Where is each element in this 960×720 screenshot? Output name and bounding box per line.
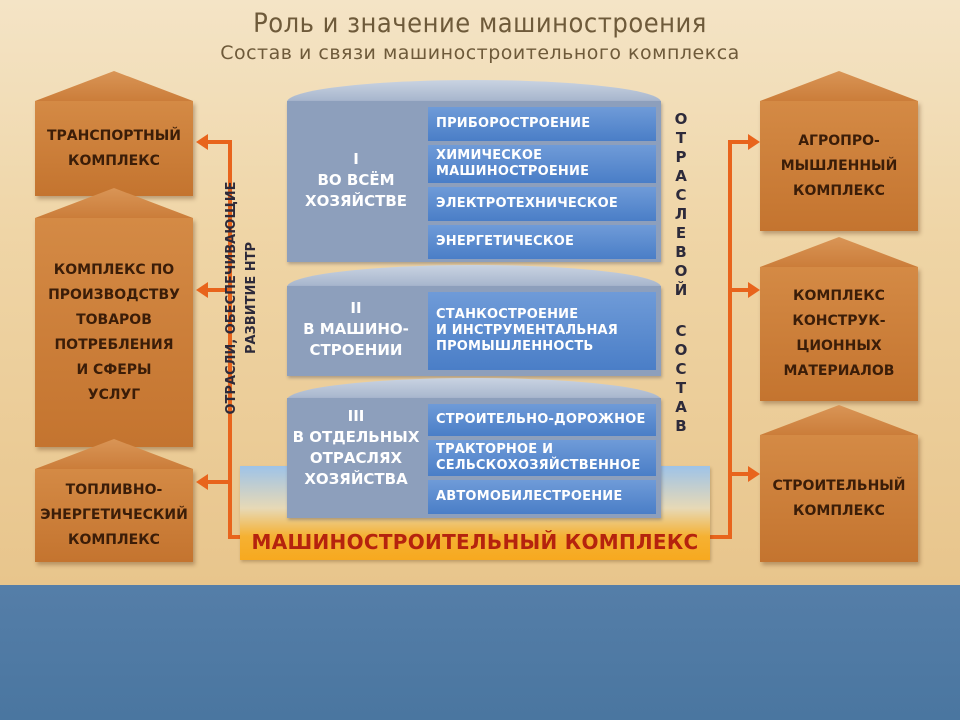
arrow-right-icon: [748, 466, 760, 482]
construction-materials-complex-label: КОМПЛЕКС КОНСТРУК- ЦИОННЫХ МАТЕРИАЛОВ: [783, 288, 895, 379]
vertical-letter: О: [674, 110, 688, 128]
construction-complex-box: СТРОИТЕЛЬНЫЙ КОМПЛЕКС: [760, 405, 918, 562]
box-roof: [760, 405, 918, 435]
branch-road-construction: СТРОИТЕЛЬНО-ДОРОЖНОЕ: [428, 404, 656, 436]
arrow-left-icon: [196, 282, 208, 298]
right-connector-middle: [728, 288, 750, 292]
machine-building-complex-label: МАШИНОСТРОИТЕЛЬНЫЙ КОМПЛЕКС: [251, 530, 699, 554]
bottom-band: [0, 585, 960, 720]
right-connector-bottom: [728, 472, 750, 476]
vertical-letter: В: [675, 243, 687, 261]
vertical-letter: А: [675, 398, 687, 416]
page-subtitle: Состав и связи машиностроительного компл…: [220, 42, 740, 64]
vertical-letter: Й: [674, 281, 688, 299]
left-connector-base: [228, 535, 242, 539]
vertical-letter: В: [675, 417, 687, 435]
branch-automotive: АВТОМОБИЛЕСТРОЕНИЕ: [428, 480, 656, 514]
arrow-left-icon: [196, 474, 208, 490]
page-title: Роль и значение машиностроения: [253, 8, 707, 39]
vertical-letter: О: [674, 341, 688, 359]
vertical-letter: Е: [675, 224, 687, 242]
tier-roof: [287, 265, 661, 287]
left-connector-bottom: [206, 480, 232, 484]
tier-1-label: I ВО ВСЁМ ХОЗЯЙСТВЕ: [305, 150, 407, 210]
tier-3: III В ОТДЕЛЬНЫХ ОТРАСЛЯХ ХОЗЯЙСТВА СТРОИ…: [287, 398, 661, 518]
tier-3-label: III В ОТДЕЛЬНЫХ ОТРАСЛЯХ ХОЗЯЙСТВА: [292, 407, 420, 488]
branch-tractor-agricultural: ТРАКТОРНОЕ И СЕЛЬСКОХОЗЯЙСТВЕННОЕ: [428, 440, 656, 476]
vertical-letter: Р: [675, 148, 687, 166]
agro-industrial-complex-box: АГРОПРО- МЫШЛЕННЫЙ КОМПЛЕКС: [760, 71, 918, 231]
vertical-letter: С: [675, 186, 687, 204]
vertical-letter: Т: [675, 129, 687, 147]
arrow-left-icon: [196, 134, 208, 150]
construction-materials-complex-box: КОМПЛЕКС КОНСТРУК- ЦИОННЫХ МАТЕРИАЛОВ: [760, 237, 918, 401]
construction-complex-label: СТРОИТЕЛЬНЫЙ КОМПЛЕКС: [772, 477, 906, 519]
tier-roof: [287, 80, 661, 102]
transport-complex-box: ТРАНСПОРТНЫЙ КОМПЛЕКС: [35, 71, 193, 196]
branch-instrument-making: ПРИБОРОСТРОЕНИЕ: [428, 107, 656, 141]
right-connector-vertical: [728, 142, 732, 539]
vertical-letter: С: [675, 360, 687, 378]
tier-roof: [287, 378, 661, 400]
arrow-right-icon: [748, 134, 760, 150]
slide-background: Роль и значение машиностроения Состав и …: [0, 0, 960, 585]
branch-machine-tool: СТАНКОСТРОЕНИЕ И ИНСТРУМЕНТАЛЬНАЯ ПРОМЫШ…: [428, 292, 656, 370]
transport-complex-label: ТРАНСПОРТНЫЙ КОМПЛЕКС: [46, 127, 181, 169]
tier-2-label: II В МАШИНО- СТРОЕНИИ: [303, 299, 409, 359]
consumer-goods-complex-box: КОМПЛЕКС ПО ПРОИЗВОДСТВУ ТОВАРОВ ПОТРЕБЛ…: [35, 188, 193, 447]
agro-industrial-complex-label: АГРОПРО- МЫШЛЕННЫЙ КОМПЛЕКС: [780, 132, 898, 199]
box-roof: [760, 237, 918, 267]
vertical-letter: О: [674, 262, 688, 280]
vertical-letter: Т: [675, 379, 687, 397]
vertical-letter: А: [675, 167, 687, 185]
vertical-letter: Л: [674, 205, 688, 223]
left-connector-vertical: [228, 142, 232, 539]
right-connector-top: [728, 140, 750, 144]
consumer-goods-complex-label: КОМПЛЕКС ПО ПРОИЗВОДСТВУ ТОВАРОВ ПОТРЕБЛ…: [48, 261, 180, 403]
arrow-right-icon: [748, 282, 760, 298]
fuel-energy-complex-box: ТОПЛИВНО- ЭНЕРГЕТИЧЕСКИЙ КОМПЛЕКС: [35, 439, 193, 562]
right-connector-base: [710, 535, 732, 539]
left-connector-middle: [206, 288, 232, 292]
tier-1: I ВО ВСЁМ ХОЗЯЙСТВЕ ПРИБОРОСТРОЕНИЕ ХИМИ…: [287, 101, 661, 262]
box-roof: [760, 71, 918, 101]
branch-power-engineering: ЭНЕРГЕТИЧЕСКОЕ: [428, 225, 656, 259]
branch-chemical-engineering: ХИМИЧЕСКОЕ МАШИНОСТРОЕНИЕ: [428, 145, 656, 183]
fuel-energy-complex-label: ТОПЛИВНО- ЭНЕРГЕТИЧЕСКИЙ КОМПЛЕКС: [40, 482, 188, 548]
ntr-sectors-vertical-label: ОТРАСЛИ, ОБЕСПЕЧИВАЮЩИЕ РАЗВИТИЕ НТР: [224, 181, 259, 415]
tier-2: II В МАШИНО- СТРОЕНИИ СТАНКОСТРОЕНИЕ И И…: [287, 286, 661, 376]
branch-electrotechnical: ЭЛЕКТРОТЕХНИЧЕСКОЕ: [428, 187, 656, 221]
vertical-letter: С: [675, 322, 687, 340]
box-roof: [35, 71, 193, 101]
left-connector-top: [206, 140, 232, 144]
